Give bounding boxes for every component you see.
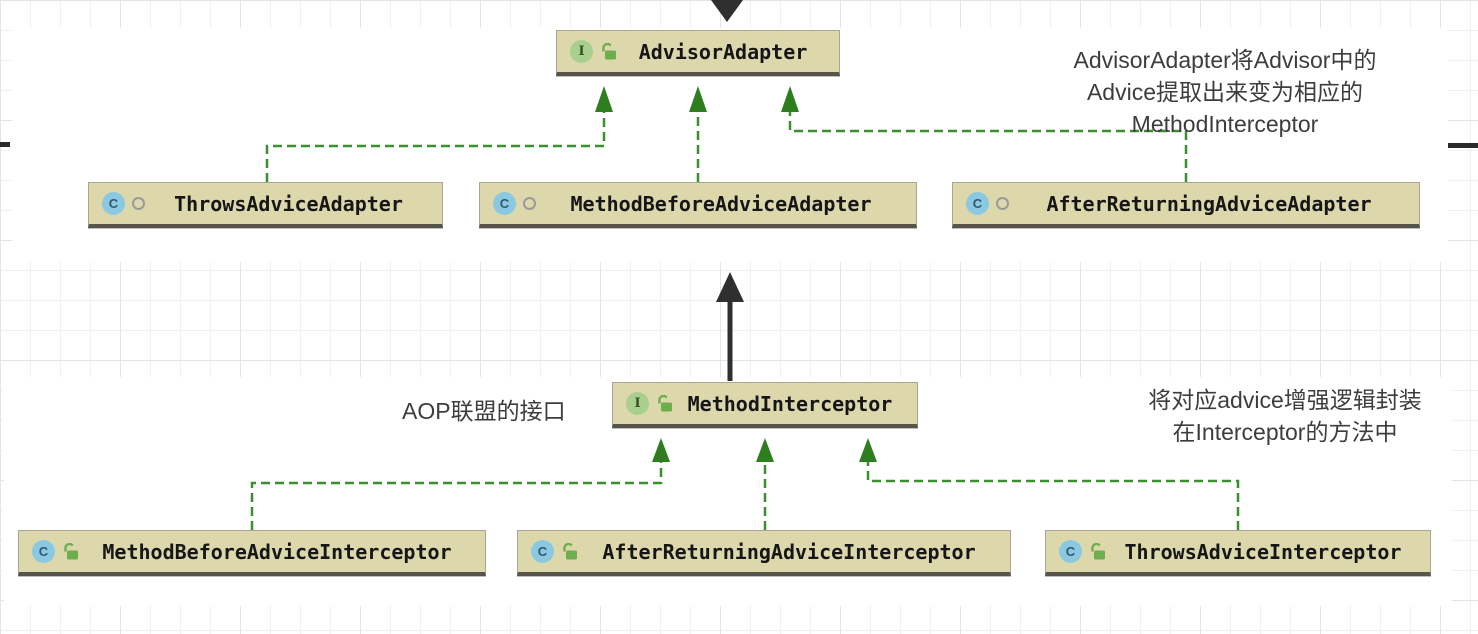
realization-edge-throws-interceptor: [866, 462, 1240, 530]
interface-icon: I: [626, 392, 649, 415]
node-label: AdvisorAdapter: [638, 39, 808, 64]
node-label: MethodInterceptor: [687, 391, 893, 416]
class-icon: C: [493, 192, 516, 215]
node-after-returning-advice-interceptor[interactable]: C AfterReturningAdviceInterceptor: [517, 530, 1011, 576]
node-label: ThrowsAdviceAdapter: [174, 191, 403, 216]
node-method-interceptor[interactable]: I MethodInterceptor: [612, 382, 918, 428]
black-up-arrowhead-icon: [716, 272, 744, 302]
right-edge-line-stub: [1448, 143, 1478, 148]
realization-edge-throws-adapter: [265, 112, 606, 182]
node-method-before-advice-interceptor[interactable]: C MethodBeforeAdviceInterceptor: [18, 530, 486, 576]
node-label: MethodBeforeAdviceAdapter: [570, 191, 872, 216]
interface-icon: I: [570, 40, 593, 63]
node-after-returning-advice-adapter[interactable]: C AfterReturningAdviceAdapter: [952, 182, 1420, 228]
note-line: MethodInterceptor: [1131, 111, 1319, 137]
class-icon: C: [102, 192, 125, 215]
green-arrowhead-icon: [756, 438, 774, 462]
node-label: AfterReturningAdviceAdapter: [1046, 191, 1372, 216]
green-arrowhead-icon: [689, 86, 707, 112]
class-icon: C: [32, 540, 55, 563]
realization-edge-methodbefore-interceptor: [250, 462, 663, 530]
node-throws-advice-adapter[interactable]: C ThrowsAdviceAdapter: [88, 182, 443, 228]
visibility-circle-icon: [132, 197, 145, 210]
black-arrow-shaft: [727, 300, 733, 381]
green-arrowhead-icon: [652, 438, 670, 462]
node-throws-advice-interceptor[interactable]: C ThrowsAdviceInterceptor: [1045, 530, 1431, 576]
class-icon: C: [966, 192, 989, 215]
node-advisor-adapter[interactable]: I AdvisorAdapter: [556, 30, 840, 76]
note-line: 将对应advice增强逻辑封装: [1148, 387, 1422, 413]
visibility-circle-icon: [996, 197, 1009, 210]
green-arrowhead-icon: [859, 438, 877, 462]
lock-open-icon: [656, 395, 673, 412]
node-label: AfterReturningAdviceInterceptor: [602, 539, 976, 564]
green-arrowhead-icon: [781, 86, 799, 112]
lock-open-icon: [600, 43, 617, 60]
interceptor-note: 将对应advice增强逻辑封装 在Interceptor的方法中: [1095, 384, 1475, 448]
node-label: ThrowsAdviceInterceptor: [1124, 539, 1402, 564]
node-label: MethodBeforeAdviceInterceptor: [102, 539, 452, 564]
advisor-adapter-note: AdvisorAdapter将Advisor中的 Advice提取出来变为相应的…: [1010, 44, 1440, 140]
green-arrowhead-icon: [595, 86, 613, 112]
realization-edge-afterreturning-adapter: [788, 112, 1188, 182]
note-line: 在Interceptor的方法中: [1172, 419, 1398, 445]
class-icon: C: [531, 540, 554, 563]
aop-alliance-note: AOP联盟的接口: [402, 398, 566, 424]
lock-open-icon: [62, 543, 79, 560]
note-line: AdvisorAdapter将Advisor中的: [1073, 47, 1377, 73]
note-line: Advice提取出来变为相应的: [1086, 79, 1364, 105]
black-down-arrowhead-icon: [711, 0, 743, 22]
left-edge-line-stub: [0, 142, 10, 147]
node-method-before-advice-adapter[interactable]: C MethodBeforeAdviceAdapter: [479, 182, 917, 228]
visibility-circle-icon: [523, 197, 536, 210]
class-icon: C: [1059, 540, 1082, 563]
lock-open-icon: [1089, 543, 1106, 560]
lock-open-icon: [561, 543, 578, 560]
